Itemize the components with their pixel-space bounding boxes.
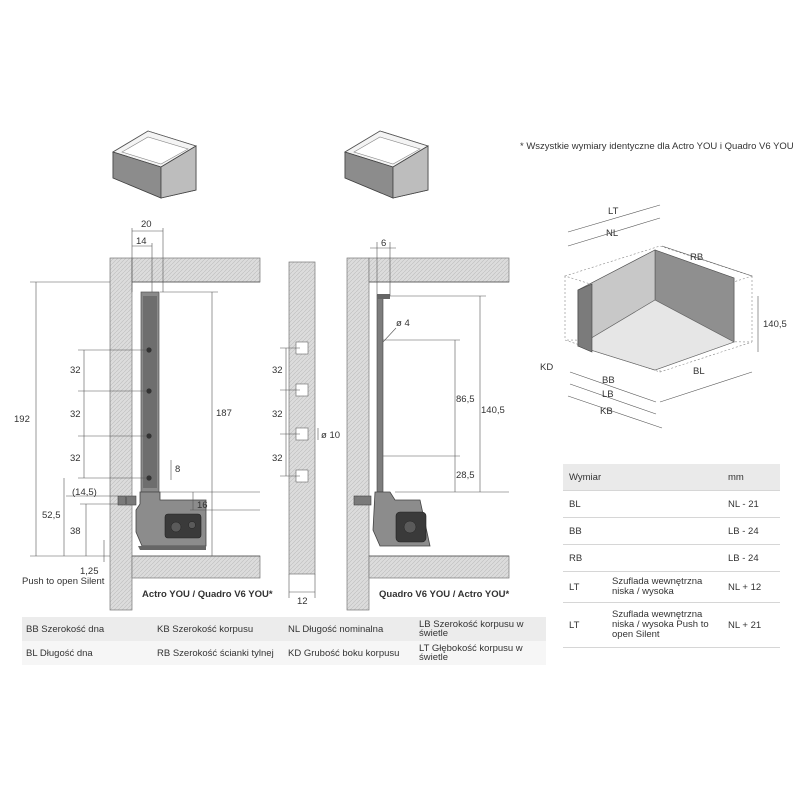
iso-lt: LT: [608, 206, 619, 217]
row-value: LB - 24: [728, 552, 759, 564]
mid-dim-32-c: 32: [272, 453, 283, 464]
right-view-caption: Quadro V6 YOU / Actro YOU*: [379, 589, 510, 600]
dim-12: 12: [297, 596, 308, 607]
dim-192: 192: [14, 414, 30, 425]
dim-20: 20: [141, 219, 152, 230]
legend-row: BL Długość dna RB Szerokość ścianki tyln…: [22, 641, 546, 665]
dim-1-25: 1,25: [80, 566, 99, 577]
legend-lb: LB Szerokość korpusu w świetle: [419, 619, 524, 639]
dim-6: 6: [381, 238, 386, 249]
dim-52-5: 52,5: [42, 510, 61, 521]
legend-table: BB Szerokość dna KB Szerokość korpusu NL…: [22, 617, 546, 665]
row-desc: [609, 556, 722, 560]
legend-row: BB Szerokość dna KB Szerokość korpusu NL…: [22, 617, 546, 641]
identical-dims-note: * Wszystkie wymiary identyczne dla Actro…: [520, 141, 794, 152]
dim-phi-4: ø 4: [396, 318, 410, 329]
iso-kb: KB: [600, 406, 613, 417]
dim-38: 38: [70, 526, 81, 537]
dim-14-5: (14,5): [72, 487, 97, 498]
iso-140-5: 140,5: [763, 319, 787, 330]
drawer-icon-left: [112, 130, 197, 199]
table-row: BL NL - 21: [563, 491, 780, 518]
row-value: NL - 21: [728, 498, 759, 510]
iso-kd: KD: [540, 362, 553, 373]
row-code: BL: [569, 498, 581, 510]
iso-bb: BB: [602, 375, 615, 386]
legend-kb: KB Szerokość korpusu: [157, 623, 254, 635]
dimension-mapping-table: Wymiar mm BL NL - 21 BB LB - 24 RB LB - …: [563, 464, 780, 648]
row-code: LT: [569, 619, 580, 631]
table-header: Wymiar mm: [563, 464, 780, 491]
row-code: BB: [569, 525, 582, 537]
dim-32-c: 32: [70, 453, 81, 464]
dim-16: 16: [197, 500, 208, 511]
dim-187: 187: [216, 408, 232, 419]
legend-kd: KD Grubość boku korpusu: [288, 647, 400, 659]
table-row: RB LB - 24: [563, 545, 780, 572]
row-value: NL + 21: [728, 619, 762, 631]
table-row: LT Szuflada wewnętrzna niska / wysoka NL…: [563, 572, 780, 603]
mid-dim-32-a: 32: [272, 365, 283, 376]
row-desc: [609, 529, 722, 533]
row-code: RB: [569, 552, 583, 564]
table-row: BB LB - 24: [563, 518, 780, 545]
row-desc: Szuflada wewnętrzna niska / wysoka Push …: [612, 609, 709, 640]
dim-140-5: 140,5: [481, 405, 505, 416]
table-row: LT Szuflada wewnętrzna niska / wysoka Pu…: [563, 603, 780, 648]
legend-rb: RB Szerokość ścianki tylnej: [157, 647, 274, 659]
row-desc: [609, 502, 722, 506]
legend-lt: LT Głębokość korpusu w świetle: [419, 643, 523, 663]
row-code: LT: [569, 581, 580, 593]
header-mm: mm: [728, 471, 744, 483]
legend-bb: BB Szerokość dna: [26, 623, 105, 635]
iso-drawer-view: LT NL RB 140,5 KD BB LB KB BL: [540, 204, 787, 429]
dim-32-b: 32: [70, 409, 81, 420]
iso-bl: BL: [693, 366, 705, 377]
dim-phi-10: ø 10: [321, 430, 340, 441]
dim-86-5: 86,5: [456, 394, 475, 405]
header-wymiar: Wymiar: [569, 471, 602, 483]
middle-side-view: 32 32 32 ø 10 12: [272, 261, 340, 607]
row-value: LB - 24: [728, 525, 759, 537]
iso-rb: RB: [690, 252, 703, 263]
mid-dim-32-b: 32: [272, 409, 283, 420]
push-to-open-label: Push to open Silent: [22, 576, 105, 587]
drawer-icon-right: [344, 130, 429, 199]
legend-bl: BL Długość dna: [26, 647, 93, 659]
dim-28-5: 28,5: [456, 470, 475, 481]
dim-8: 8: [175, 464, 180, 475]
legend-nl: NL Długość nominalna: [288, 623, 384, 635]
right-section-view: 6 ø 4 86,5 140,5 28,5 Quadro V6 YOU / Ac…: [346, 238, 510, 611]
left-section-view: 20 14 192 187 32 32 32 8 16 (14,5) 52,5: [14, 219, 273, 611]
dim-32-a: 32: [70, 365, 81, 376]
row-value: NL + 12: [728, 581, 762, 593]
iso-nl: NL: [606, 228, 618, 239]
row-desc: Szuflada wewnętrzna niska / wysoka: [612, 576, 703, 597]
dim-14: 14: [136, 236, 147, 247]
left-view-caption: Actro YOU / Quadro V6 YOU*: [142, 589, 273, 600]
iso-lb: LB: [602, 389, 614, 400]
